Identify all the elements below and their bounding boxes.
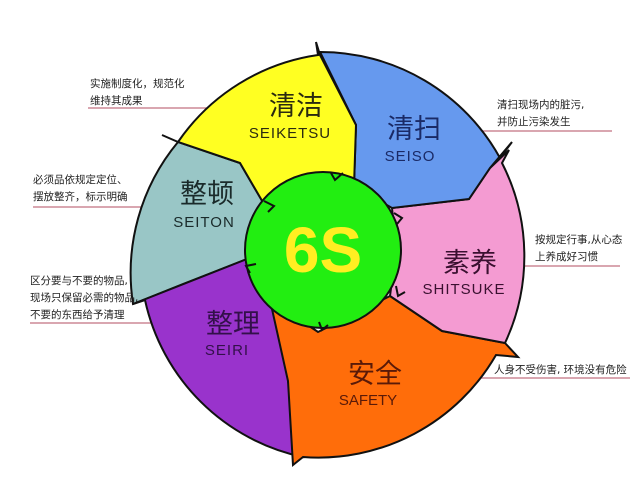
description-seiketsu: 实施制度化，规范化 维持其成果 [90, 78, 185, 107]
segment-subtitle-seiri: SEIRI [205, 342, 249, 359]
label-seiso: 清扫 SEISO [385, 114, 441, 165]
label-seiton: 整顿 SEITON [173, 179, 235, 231]
segment-title-safety: 安全 [348, 359, 402, 390]
segment-title-seiso: 清扫 [387, 114, 441, 145]
label-seiketsu: 清洁 SEIKETSU [249, 91, 331, 142]
description-seiso: 清扫现场内的脏污, 并防止污染发生 [497, 99, 585, 128]
segment-title-seiketsu: 清洁 [269, 91, 323, 122]
description-seiri: 区分要与不要的物品, 现场只保留必需的物品, 不要的东西给予清理 [30, 275, 139, 321]
segment-subtitle-seiton: SEITON [173, 214, 235, 231]
label-safety: 安全 SAFETY [339, 359, 402, 409]
segment-title-shitsuke: 素养 [443, 248, 497, 279]
segment-title-seiton: 整顿 [180, 179, 234, 210]
description-seiton: 必须品依规定定位、 摆放整齐，标示明确 [33, 174, 128, 203]
description-shitsuke: 按规定行事,从心态 上养成好习惯 [535, 234, 623, 263]
description-safety: 人身不受伤害, 环境没有危险 [494, 364, 627, 376]
center-label: 6S [284, 214, 362, 286]
label-seiri: 整理 SEIRI [205, 309, 260, 359]
segment-subtitle-seiso: SEISO [385, 148, 436, 165]
label-shitsuke: 素养 SHITSUKE [422, 248, 505, 298]
segment-subtitle-shitsuke: SHITSUKE [422, 281, 505, 298]
segment-subtitle-safety: SAFETY [339, 392, 397, 409]
segment-subtitle-seiketsu: SEIKETSU [249, 125, 331, 142]
segment-seiso [318, 50, 513, 210]
segment-title-seiri: 整理 [206, 309, 260, 340]
